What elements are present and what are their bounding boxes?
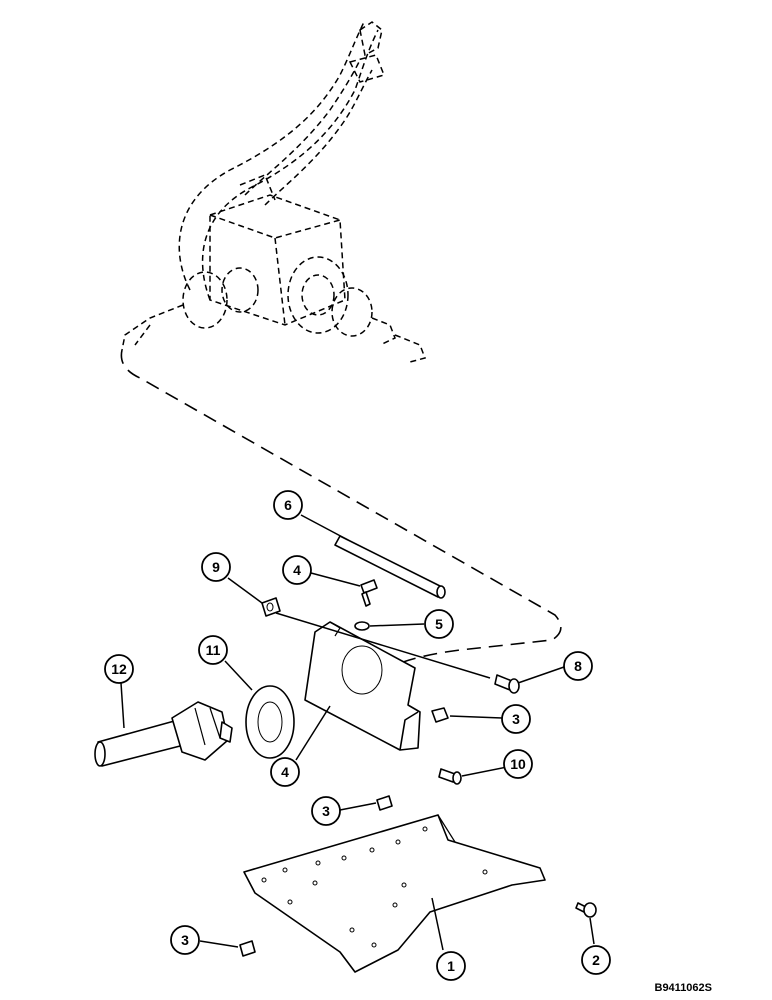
callout-5-label: 4 <box>293 562 301 578</box>
leader-11 <box>224 660 253 691</box>
callout-10-label: 10 <box>510 756 526 772</box>
callout-3-lower: 3 <box>170 925 200 955</box>
gearbox-assembly-hidden <box>120 19 562 666</box>
callout-11: 11 <box>198 635 228 665</box>
bolt-part-10 <box>438 768 462 785</box>
leader-7 <box>300 514 349 541</box>
leader-9 <box>227 577 263 604</box>
ring-part-11 <box>245 685 295 759</box>
leader-8 <box>517 666 565 684</box>
shaft-part-12 <box>94 701 233 767</box>
bolt-part-8 <box>494 674 520 694</box>
callout-3-upper-label: 3 <box>512 711 520 727</box>
leader-1 <box>431 897 444 951</box>
leader-6 <box>369 623 425 627</box>
callout-3-lower-label: 3 <box>181 932 189 948</box>
callout-10: 10 <box>503 749 533 779</box>
bracket-part-4 <box>304 621 421 751</box>
callout-9-label: 9 <box>212 559 220 575</box>
screw-part-2 <box>575 902 597 918</box>
leader-lines <box>120 514 595 951</box>
leader-5 <box>310 572 361 587</box>
callout-4: 4 <box>270 757 300 787</box>
callout-2: 2 <box>581 945 611 975</box>
callout-3-middle: 3 <box>311 796 341 826</box>
callout-5: 4 <box>282 555 312 585</box>
bushing-part-9 <box>261 597 281 617</box>
nut-part-3b <box>376 795 393 811</box>
leader-12 <box>120 682 125 729</box>
leader-3c <box>199 940 239 948</box>
figure-id: B9411062S <box>654 982 713 994</box>
callout-8-label: 8 <box>574 658 582 674</box>
washer-part-6 <box>354 621 370 631</box>
callout-12: 12 <box>104 654 134 684</box>
bolt-part-5 <box>360 579 378 607</box>
leader-9b <box>275 612 491 679</box>
callout-6-label: 5 <box>435 616 443 632</box>
callout-7-label: 6 <box>284 497 292 513</box>
leader-3a <box>449 715 503 719</box>
callout-3-middle-label: 3 <box>322 803 330 819</box>
callout-4-label: 4 <box>281 764 289 780</box>
callout-8: 8 <box>563 651 593 681</box>
nut-part-3c <box>239 940 256 957</box>
callout-2-label: 2 <box>592 952 600 968</box>
callout-11-label: 11 <box>206 642 221 658</box>
leader-3b <box>339 802 377 811</box>
callout-1: 1 <box>436 951 466 981</box>
callout-9: 9 <box>201 552 231 582</box>
nut-part-3a <box>431 707 449 723</box>
leader-4 <box>295 705 331 761</box>
callout-7: 6 <box>273 490 303 520</box>
callout-12-label: 12 <box>111 661 127 677</box>
rod-part-7 <box>334 535 446 599</box>
mounting-plate-part-1 <box>243 814 546 973</box>
callout-3-upper: 3 <box>501 704 531 734</box>
leader-2 <box>589 917 595 945</box>
callout-6: 5 <box>424 609 454 639</box>
callout-1-label: 1 <box>447 958 455 974</box>
